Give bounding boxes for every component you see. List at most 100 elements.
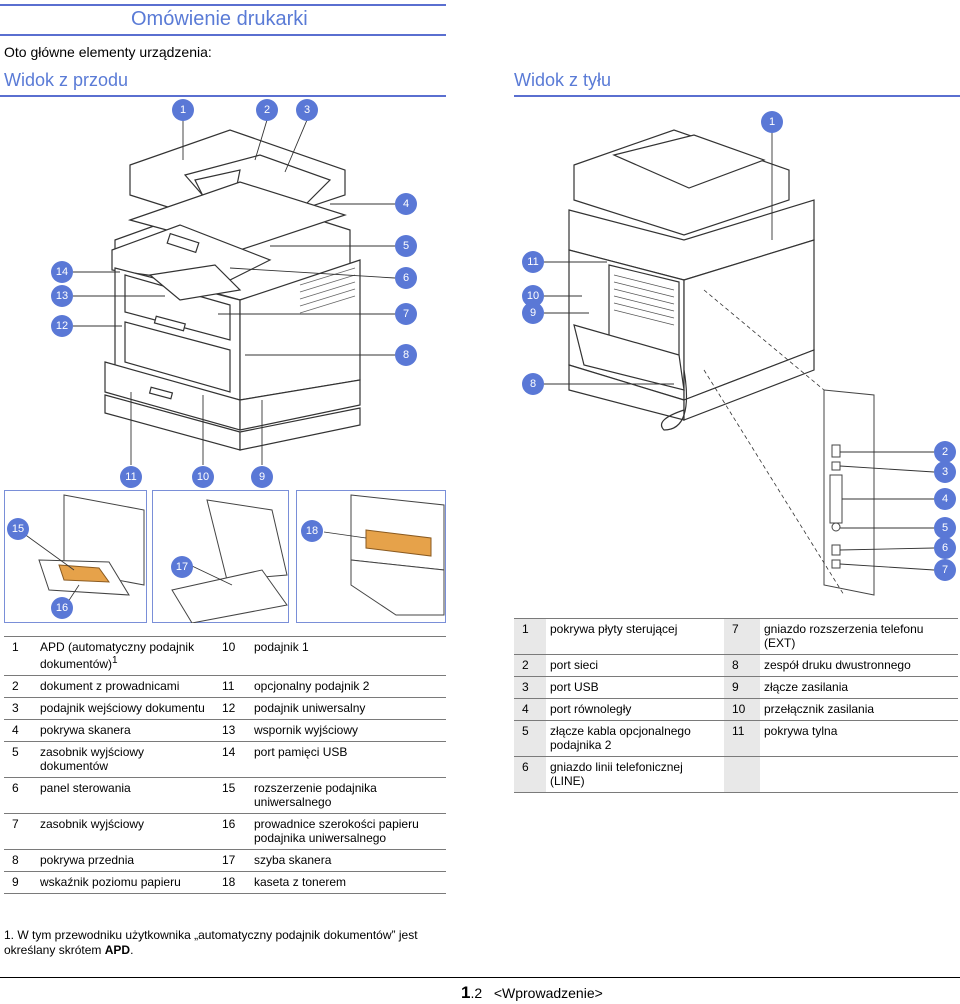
front-num-right: 12 [214,697,250,720]
front-label-right: prowadnice szerokości papieru podajnika … [250,813,446,850]
callout-front-14: 14 [51,261,73,283]
cell-text: gniazdo rozszerzenia telefonu (EXT) [764,622,924,650]
cell-text: wskaźnik poziomu papieru [40,875,181,889]
callout-front-6: 6 [395,267,417,289]
cell-text: 17 [222,853,236,867]
front-view-printer-illustration [73,119,396,465]
cell-text: podajnik 1 [254,640,309,654]
front-num-left: 6 [4,777,36,814]
cell-text: APD (automatyczny podajnik dokumentów) [40,640,195,671]
cell-text: kaseta z tonerem [254,875,347,889]
front-num-right: 13 [214,719,250,742]
cell-text: pokrywa skanera [40,723,131,737]
cell-text: 9 [12,875,19,889]
detail-panel-toner-cartridge [296,490,446,623]
cell-text: gniazdo linii telefonicznej (LINE) [550,760,683,788]
cell-text: 12 [222,701,236,715]
rear-num-right [724,756,760,793]
rear-label-left: pokrywa płyty sterującej [546,618,724,655]
rear-num-right: 9 [724,676,760,699]
page-number-sub: .2 [470,985,483,1001]
front-label-right: port pamięci USB [250,741,446,778]
rear-num-left: 3 [514,676,546,699]
rear-label-right: gniazdo rozszerzenia telefonu (EXT) [760,618,958,655]
front-num-right: 15 [214,777,250,814]
chapter-name: <Wprowadzenie> [493,985,603,1001]
cell-text: 10 [222,640,236,654]
callout-front-11: 11 [120,466,142,488]
cell-text: 5 [12,745,19,759]
cell-text: prowadnice szerokości papieru podajnika … [254,817,419,845]
footnote-text: W tym przewodniku użytkownika „automatyc… [4,928,418,957]
rear-label-left: port USB [546,676,724,699]
front-label-left: podajnik wejściowy dokumentu [36,697,214,720]
rear-label-right: pokrywa tylna [760,720,958,757]
table-row: 1 pokrywa płyty sterującej 7 gniazdo rozsze… [514,618,958,655]
cell-text: podajnik wejściowy dokumentu [40,701,205,715]
callout-front-3: 3 [296,99,318,121]
front-num-left: 3 [4,697,36,720]
front-label-right: rozszerzenie podajnika uniwersalnego [250,777,446,814]
callout-front-1: 1 [172,99,194,121]
cell-text: 4 [522,702,529,716]
callout-rear-5: 5 [934,517,956,539]
callout-panel-17: 17 [171,556,193,578]
cell-text: 7 [12,817,19,831]
cell-text: 1 [12,640,19,654]
front-label-left: dokument z prowadnicami [36,675,214,698]
cell-text: zasobnik wyjściowy [40,817,145,831]
cell-text: 11 [732,724,745,738]
rear-view-heading: Widok z tyłu [514,70,612,90]
cell-text: 3 [12,701,19,715]
cell-text: 2 [12,679,19,693]
cell-text: 6 [12,781,19,795]
footer-rule [0,977,960,978]
front-label-left: wskaźnik poziomu papieru [36,871,214,894]
front-num-left: 9 [4,871,36,894]
front-label-left: pokrywa przednia [36,849,214,872]
front-label-left: zasobnik wyjściowy dokumentów [36,741,214,778]
front-label-left: pokrywa skanera [36,719,214,742]
cell-text: szyba skanera [254,853,332,867]
page-number-main: 1 [461,983,471,1002]
callout-panel-18: 18 [301,520,323,542]
cell-text: przełącznik zasilania [764,702,875,716]
rear-num-left: 4 [514,698,546,721]
front-num-right: 17 [214,849,250,872]
cell-text: port sieci [550,658,599,672]
front-num-left: 1 [4,636,36,676]
cell-text: zespół druku dwustronnego [764,658,911,672]
cell-text: złącze zasilania [764,680,849,694]
table-row: 2 dokument z prowadnicami 11 opcjonalny pod… [4,675,446,698]
title-top-rule [0,4,446,6]
cell-text: 11 [222,679,235,693]
detail-panel-bypass-tray [4,490,147,623]
callout-rear-2: 2 [934,441,956,463]
cell-text: wspornik wyjściowy [254,723,359,737]
front-label-right: opcjonalny podajnik 2 [250,675,446,698]
callout-rear-6: 6 [934,537,956,559]
cell-text: 16 [222,817,236,831]
cell-text: port pamięci USB [254,745,348,759]
footnote-mark: 1. [4,928,15,942]
cell-text: 1 [522,622,529,636]
footnote-ref: 1 [112,655,118,666]
rear-num-right: 8 [724,654,760,677]
intro-text: Oto główne elementy urządzenia: [4,44,212,60]
table-row: 2 port sieci 8 zespół druku dwustronnego [514,654,958,677]
cell-text: 7 [732,622,739,636]
callout-rear-4: 4 [934,488,956,510]
page-title: Omówienie drukarki [131,8,308,30]
cell-text: opcjonalny podajnik 2 [254,679,370,693]
cell-text: pokrywa przednia [40,853,135,867]
cell-text: zasobnik wyjściowy dokumentów [40,745,145,773]
footnote: 1. W tym przewodniku użytkownika „automa… [4,928,464,958]
cell-text: 2 [522,658,529,672]
front-label-right: szyba skanera [250,849,446,872]
cell-text: 15 [222,781,236,795]
